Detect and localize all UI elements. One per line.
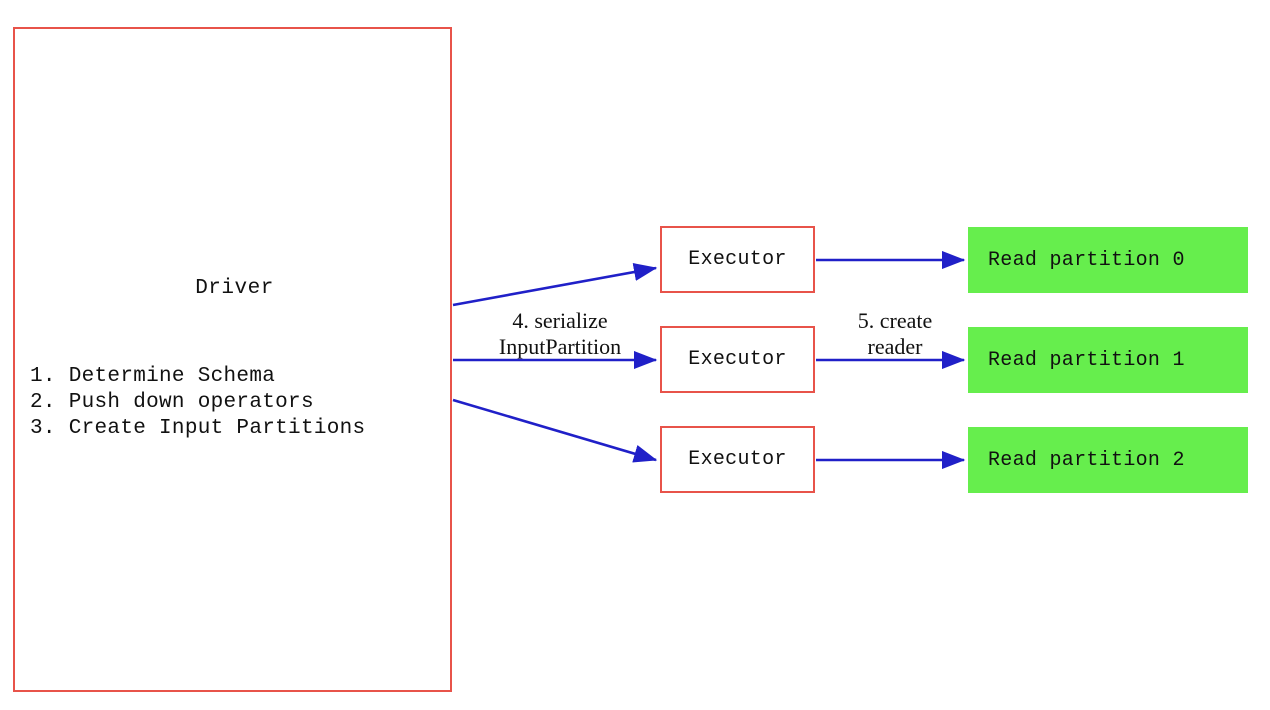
driver-step-2: 2. Push down operators [30, 391, 314, 414]
edge-label-serialize-input-partition: 4. serialize InputPartition [498, 308, 622, 359]
partition-box-1: Read partition 1 [968, 327, 1248, 393]
executor-box-1: Executor [660, 326, 815, 393]
executor-label-2: Executor [688, 448, 787, 471]
executor-label-0: Executor [688, 248, 787, 271]
partition-label-2: Read partition 2 [988, 448, 1185, 472]
partition-label-1: Read partition 1 [988, 348, 1185, 372]
partition-label-0: Read partition 0 [988, 248, 1185, 272]
driver-step-1: 1. Determine Schema [30, 365, 276, 388]
executor-box-2: Executor [660, 426, 815, 493]
partition-box-2: Read partition 2 [968, 427, 1248, 493]
edge-label-create-reader: 5. create reader [857, 308, 933, 359]
driver-step-3: 3. Create Input Partitions [30, 417, 366, 440]
arrow-driver-to-executor-2 [452, 398, 658, 463]
driver-box: Driver 1. Determine Schema 2. Push down … [13, 27, 452, 692]
driver-title: Driver [195, 277, 274, 300]
driver-steps-list: 1. Determine Schema 2. Push down operato… [30, 364, 450, 442]
arrow-driver-to-executor-0 [452, 263, 658, 307]
partition-box-0: Read partition 0 [968, 227, 1248, 293]
executor-box-0: Executor [660, 226, 815, 293]
executor-label-1: Executor [688, 348, 787, 371]
